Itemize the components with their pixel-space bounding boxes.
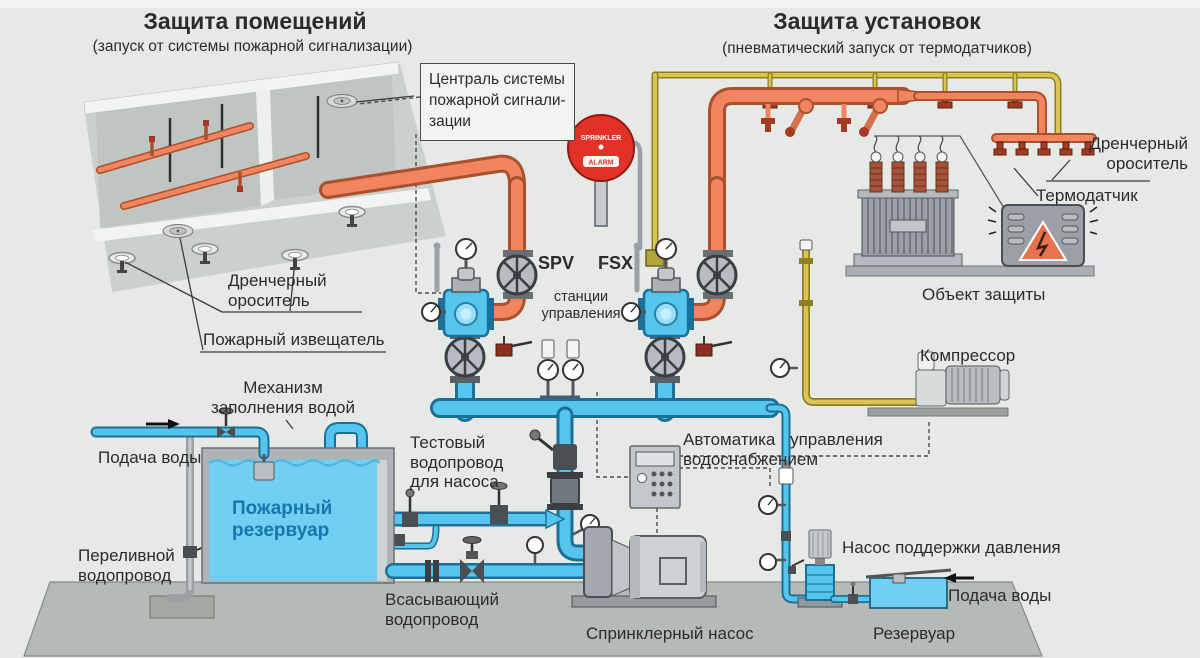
- check-valve: [550, 477, 580, 505]
- pressure-gauge-icon: [759, 553, 777, 571]
- label-line: ороситель: [1106, 153, 1188, 173]
- label-automation: Автоматика управления водоснабжением: [683, 430, 883, 469]
- fire-tank: [201, 447, 395, 584]
- sprinkler-sprig-icon: [149, 120, 243, 192]
- handwheel-icon: [496, 254, 538, 296]
- pressure-switch: [778, 467, 794, 485]
- label-line: Автоматика управления: [683, 430, 883, 449]
- label-line: станции: [553, 289, 609, 305]
- callout-fire-alarm-central: Централь системы пожарной сигнали- зации: [420, 63, 575, 141]
- label-line: водопровод: [410, 452, 504, 472]
- label-water-supply-right: Подача воды: [948, 586, 1052, 605]
- ceiling-section: [83, 61, 446, 292]
- label-line: заполнения водой: [211, 397, 355, 417]
- deluge-main-pipe: [708, 87, 1097, 197]
- callout-line: пожарной сигнали-: [429, 91, 566, 109]
- label-line: резервуар: [232, 520, 330, 542]
- label-line: Пожарный: [232, 498, 333, 519]
- handwheel-icon: [444, 336, 486, 378]
- flow-arrow-icon: [944, 573, 956, 583]
- compressor-head: [915, 369, 947, 407]
- label-fsx: FSX: [598, 253, 634, 273]
- panel-buttons: [651, 471, 673, 497]
- label-spv: SPV: [538, 253, 575, 273]
- label-fire-tank: Пожарный резервуар: [232, 498, 332, 542]
- panel-display: [635, 451, 675, 467]
- label-line: управления: [541, 305, 621, 322]
- top-strip: [0, 0, 1200, 8]
- transformer: [853, 135, 1005, 267]
- label-suction: Всасывающий водопровод: [385, 590, 499, 629]
- feed-reservoir: [865, 568, 952, 609]
- label-line: ороситель: [228, 290, 310, 310]
- deluge-nozzle-icon: [761, 98, 888, 137]
- label-protected-object: Объект защиты: [922, 285, 1046, 304]
- panel-led: [637, 473, 647, 483]
- label-control-stations: станции управления: [520, 289, 642, 323]
- fire-detector-icon: [162, 94, 358, 238]
- control-panel: [629, 445, 681, 509]
- label-sprinkler-pump: Спринклерный насос: [586, 624, 754, 643]
- label-drencher-left: Дренчерный ороситель: [228, 271, 327, 310]
- switchgear-box: [987, 204, 1099, 267]
- alarm-text-top: SPRINKLER: [581, 135, 621, 142]
- overflow-pipe: [166, 432, 194, 602]
- sprinkler-alarm-bell: SPRINKLER ALARM: [567, 114, 635, 227]
- label-drencher-right: Дренчерный ороситель: [1088, 134, 1188, 173]
- label-line: Дренчерный: [1089, 134, 1188, 153]
- protected-object: [845, 135, 1099, 277]
- subtitle-room-protection: (запуск от системы пожарной сигнализации…: [92, 38, 413, 55]
- label-line: Тестовый: [410, 433, 486, 452]
- label-line: Переливной: [78, 546, 175, 565]
- alarm-text-bottom: ALARM: [588, 160, 613, 167]
- riser-valve: [553, 444, 577, 470]
- platform: [845, 265, 1095, 277]
- label-line: водоснабжением: [683, 449, 819, 469]
- flow-arrow-icon: [168, 419, 180, 429]
- compressor-motor: [945, 365, 1001, 405]
- pressure-pump: [797, 529, 843, 608]
- label-line: водопровод: [385, 609, 479, 629]
- float-valve: [253, 461, 275, 481]
- label-reservoir: Резервуар: [873, 624, 956, 643]
- leader-lines: [124, 159, 1150, 353]
- alarm-test-gauges: [537, 339, 584, 401]
- label-pressure-pump: Насос поддержки давления: [842, 538, 1061, 557]
- label-overflow: Переливной водопровод: [78, 546, 175, 585]
- label-line: Механизм: [243, 378, 323, 397]
- label-line: Всасывающий: [385, 590, 500, 609]
- drencher-sprinkler-icon: [108, 205, 366, 273]
- bushings: [869, 135, 949, 193]
- test-valve: [490, 505, 508, 524]
- label-line: Дренчерный: [228, 271, 327, 290]
- hazard-triangle-icon: [1018, 220, 1068, 261]
- label-fill-mechanism: Механизм заполнения водой: [208, 378, 358, 417]
- test-valve: [402, 512, 418, 527]
- sprinkler-pump: [571, 526, 717, 608]
- subtitle-installation-protection: (пневматический запуск от термодатчиков): [722, 40, 1032, 57]
- label-thermodetector: Термодатчик: [1036, 186, 1138, 205]
- water-system: [90, 398, 974, 609]
- label-line: водопровод: [78, 565, 172, 585]
- callout-line: Централь системы: [429, 71, 565, 88]
- label-fire-detector: Пожарный извещатель: [203, 330, 385, 349]
- pressure-gauge-icon: [526, 536, 544, 554]
- label-water-supply-left: Подача воды: [98, 448, 202, 467]
- vent-slots: [1007, 213, 1079, 245]
- platform: [867, 407, 1009, 417]
- air-filter: [917, 351, 935, 371]
- label-line: для насоса: [410, 472, 499, 492]
- callout-line: зации: [429, 112, 471, 130]
- lightning-icon: [1035, 231, 1049, 257]
- valve-station: [421, 176, 538, 422]
- label-test-line: Тестовый водопровод для насоса: [410, 433, 503, 492]
- drencher-head-icon: [993, 141, 1095, 156]
- title-room-protection: Защита помещений: [143, 8, 367, 34]
- label-compressor: Компрессор: [920, 346, 1016, 365]
- title-installation-protection: Защита установок: [773, 8, 981, 34]
- compressor: [770, 239, 1010, 417]
